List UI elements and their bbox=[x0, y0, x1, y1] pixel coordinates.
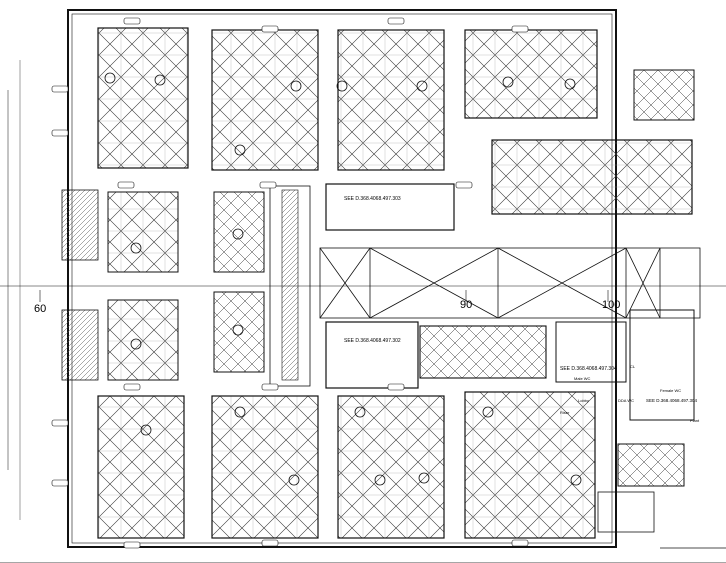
room-label-plant: Plant bbox=[690, 418, 700, 423]
room-label-dda-wc: DDA WC bbox=[618, 398, 634, 403]
ceiling-zone-top-4 bbox=[464, 29, 598, 119]
ceiling-zone-mid-left bbox=[61, 185, 311, 387]
see-reference-right: SEE D.368.4068.497.304 bbox=[560, 366, 617, 372]
see-reference-right-lower: SEE D.368.4068.497.304 bbox=[646, 398, 698, 403]
ceiling-zone-top-right-corridor bbox=[491, 69, 695, 215]
ceiling-zone-bottom-1 bbox=[97, 395, 185, 539]
ceiling-zone-top-1 bbox=[97, 27, 189, 169]
grid-label-60: 60 bbox=[34, 303, 46, 315]
outer-walls bbox=[0, 9, 726, 563]
ceiling-zone-bottom-4 bbox=[464, 391, 596, 539]
central-rooms bbox=[325, 183, 695, 421]
room-label-male-wc: Male WC bbox=[574, 376, 591, 381]
ceiling-zone-top-3 bbox=[337, 29, 445, 171]
tag-bubbles bbox=[51, 17, 529, 549]
ceiling-zone-bottom-3 bbox=[337, 395, 445, 539]
ceiling-zone-bottom-right bbox=[597, 443, 685, 533]
grid-label-100: 100 bbox=[602, 299, 620, 311]
grid-label-90: 90 bbox=[460, 299, 472, 311]
ceiling-zone-bottom-2 bbox=[211, 395, 319, 539]
corridor-bays bbox=[0, 247, 726, 319]
ceiling-zone-top-2 bbox=[211, 29, 319, 171]
see-reference-top: SEE D.368.4068.497.303 bbox=[344, 196, 401, 202]
see-reference-mid: SEE D.368.4068.497.302 bbox=[344, 338, 401, 344]
room-label-female-wc: Female WC bbox=[660, 388, 681, 393]
room-label-cl: CL bbox=[630, 364, 636, 369]
grid-lines bbox=[39, 290, 609, 302]
light-fittings bbox=[104, 72, 582, 486]
room-label-lobby: Lobby bbox=[578, 398, 589, 403]
room-label-riser: Riser bbox=[560, 410, 570, 415]
